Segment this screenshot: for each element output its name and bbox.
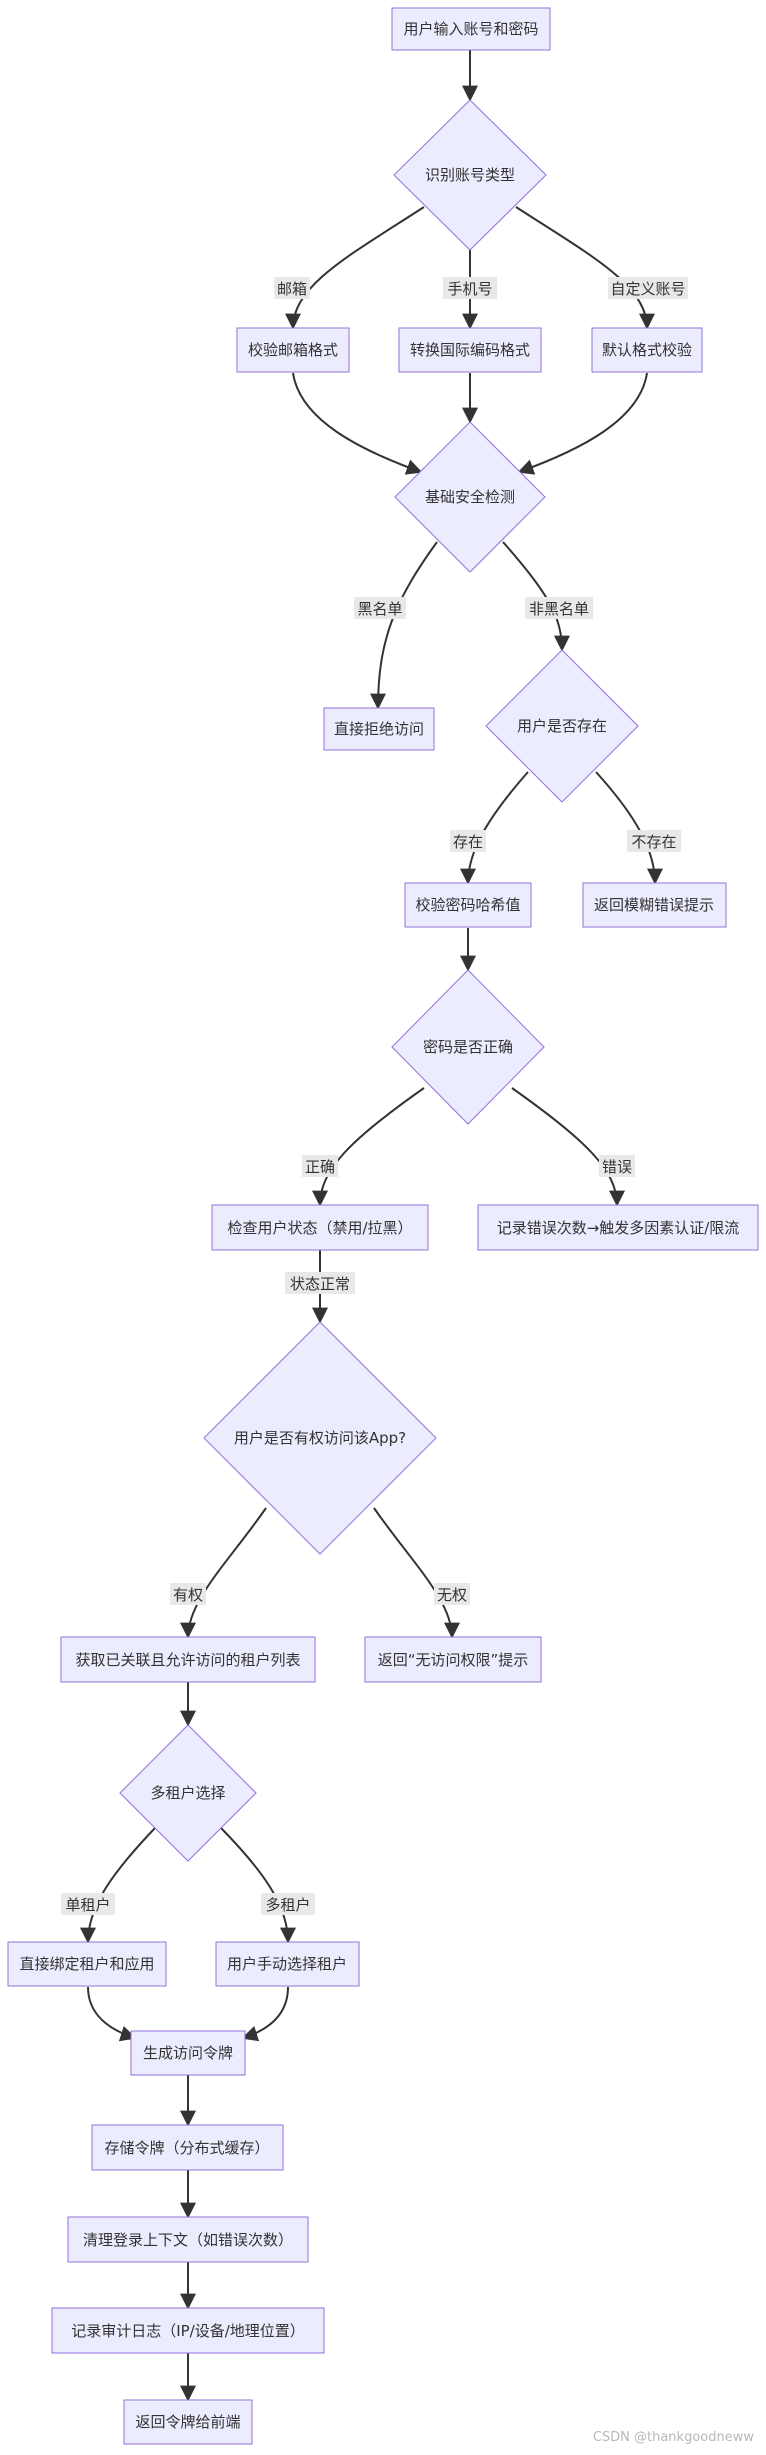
svg-text:状态正常: 状态正常 [290, 1275, 350, 1293]
svg-text:正确: 正确 [305, 1158, 335, 1176]
node-store-token: 存储令牌（分布式缓存） [91, 2124, 284, 2171]
svg-text:存在: 存在 [453, 833, 483, 851]
node-get-tenant-list: 获取已关联且允许访问的租户列表 [60, 1636, 316, 1683]
svg-text:直接绑定租户和应用: 直接绑定租户和应用 [19, 1955, 154, 1973]
svg-text:单租户: 单租户 [65, 1896, 110, 1914]
svg-text:多租户: 多租户 [265, 1896, 310, 1914]
decision-password-correct: 密码是否正确 [391, 969, 545, 1125]
decision-app-access: 用户是否有权访问该App? [203, 1321, 437, 1555]
svg-text:返回模糊错误提示: 返回模糊错误提示 [594, 896, 714, 914]
edge-d3-n7 [595, 771, 663, 885]
node-fuzzy-error: 返回模糊错误提示 [582, 882, 727, 928]
svg-text:生成访问令牌: 生成访问令牌 [143, 2044, 233, 2062]
edge-d4-n9 [511, 1087, 625, 1207]
svg-text:错误: 错误 [602, 1158, 632, 1176]
edge-n2-d2 [292, 372, 423, 475]
node-return-token: 返回令牌给前端 [123, 2399, 253, 2445]
svg-text:转换国际编码格式: 转换国际编码格式 [410, 341, 530, 359]
edge-d6-n13 [220, 1827, 296, 1944]
node-no-access-tip: 返回“无访问权限”提示 [364, 1636, 542, 1683]
edge-d1-n2 [285, 206, 425, 330]
edge-label-single-tenant: 单租户 [61, 1893, 115, 1915]
svg-text:多租户选择: 多租户选择 [150, 1784, 225, 1802]
edge-d3-n6 [460, 771, 529, 885]
edge-label-wrong: 错误 [599, 1155, 635, 1177]
node-generate-token: 生成访问令牌 [130, 2030, 246, 2076]
svg-text:获取已关联且允许访问的租户列表: 获取已关联且允许访问的租户列表 [75, 1651, 300, 1669]
edge-label-unauthorized: 无权 [434, 1583, 470, 1605]
edge-label-blacklist: 黑名单 [354, 597, 406, 619]
svg-text:自定义账号: 自定义账号 [610, 280, 685, 298]
svg-text:用户输入账号和密码: 用户输入账号和密码 [403, 20, 538, 38]
edge-label-exists: 存在 [450, 830, 486, 852]
svg-text:邮箱: 邮箱 [277, 280, 307, 298]
svg-text:识别账号类型: 识别账号类型 [425, 166, 515, 184]
watermark: CSDN @thankgoodneww [592, 2430, 754, 2445]
node-validate-email: 校验邮箱格式 [236, 327, 350, 373]
svg-text:基础安全检测: 基础安全检测 [425, 488, 515, 506]
decision-user-exists: 用户是否存在 [485, 649, 639, 803]
edge-n13-n14 [241, 1986, 289, 2042]
svg-text:返回令牌给前端: 返回令牌给前端 [135, 2413, 240, 2431]
node-clear-login-context: 清理登录上下文（如错误次数） [67, 2216, 309, 2263]
edge-label-custom: 自定义账号 [608, 277, 688, 299]
node-input-credentials: 用户输入账号和密码 [391, 7, 551, 51]
svg-text:校验邮箱格式: 校验邮箱格式 [248, 341, 338, 359]
edge-label-phone: 手机号 [443, 277, 497, 299]
svg-text:用户是否有权访问该App?: 用户是否有权访问该App? [234, 1429, 406, 1447]
svg-text:记录审计日志（IP/设备/地理位置）: 记录审计日志（IP/设备/地理位置） [71, 2322, 305, 2340]
decision-basic-security: 基础安全检测 [394, 421, 546, 573]
node-audit-log: 记录审计日志（IP/设备/地理位置） [51, 2307, 325, 2354]
edge-d5-n10 [180, 1507, 267, 1639]
edge-n4-d2 [517, 372, 648, 475]
svg-text:有权: 有权 [173, 1586, 203, 1604]
svg-text:非黑名单: 非黑名单 [529, 600, 589, 618]
node-check-user-status: 检查用户状态（禁用/拉黑） [211, 1204, 429, 1251]
svg-text:直接拒绝访问: 直接拒绝访问 [334, 720, 424, 738]
node-reject-access: 直接拒绝访问 [323, 707, 435, 751]
edge-label-status-ok: 状态正常 [285, 1272, 355, 1294]
edge-d1-n4 [515, 206, 655, 330]
svg-text:清理登录上下文（如错误次数）: 清理登录上下文（如错误次数） [83, 2231, 293, 2249]
svg-text:返回“无访问权限”提示: 返回“无访问权限”提示 [378, 1651, 529, 1669]
edge-label-multi-tenant: 多租户 [261, 1893, 315, 1915]
svg-text:检查用户状态（禁用/拉黑）: 检查用户状态（禁用/拉黑） [227, 1219, 412, 1237]
edge-d5-n11 [373, 1507, 460, 1639]
edge-label-correct: 正确 [302, 1155, 338, 1177]
node-user-select-tenant: 用户手动选择租户 [215, 1941, 360, 1987]
node-bind-tenant-app: 直接绑定租户和应用 [7, 1941, 167, 1987]
svg-text:密码是否正确: 密码是否正确 [423, 1038, 513, 1056]
svg-text:存储令牌（分布式缓存）: 存储令牌（分布式缓存） [104, 2139, 269, 2157]
edge-label-not-exists: 不存在 [627, 830, 681, 852]
svg-text:用户手动选择租户: 用户手动选择租户 [227, 1955, 347, 1973]
svg-text:默认格式校验: 默认格式校验 [602, 341, 692, 359]
edge-label-authorized: 有权 [170, 1583, 206, 1605]
svg-text:用户是否存在: 用户是否存在 [517, 717, 607, 735]
svg-text:黑名单: 黑名单 [357, 600, 402, 618]
edge-d4-n8 [312, 1087, 425, 1207]
edge-d2-n5 [370, 541, 438, 710]
node-default-format-check: 默认格式校验 [591, 327, 703, 373]
node-verify-password-hash: 校验密码哈希值 [404, 882, 532, 928]
svg-text:不存在: 不存在 [631, 833, 676, 851]
node-convert-intl-format: 转换国际编码格式 [398, 327, 542, 373]
svg-text:记录错误次数→触发多因素认证/限流: 记录错误次数→触发多因素认证/限流 [497, 1219, 740, 1237]
edge-d6-n12 [80, 1827, 156, 1944]
edge-n12-n14 [87, 1986, 137, 2042]
node-record-errors-mfa: 记录错误次数→触发多因素认证/限流 [477, 1204, 759, 1251]
edge-label-not-blacklist: 非黑名单 [525, 597, 593, 619]
decision-account-type: 识别账号类型 [393, 99, 547, 251]
svg-text:无权: 无权 [437, 1586, 467, 1604]
svg-text:手机号: 手机号 [447, 280, 492, 298]
decision-multi-tenant: 多租户选择 [119, 1724, 257, 1862]
edge-label-email: 邮箱 [274, 277, 310, 299]
svg-text:校验密码哈希值: 校验密码哈希值 [415, 896, 520, 914]
edge-d2-d3 [502, 541, 570, 652]
